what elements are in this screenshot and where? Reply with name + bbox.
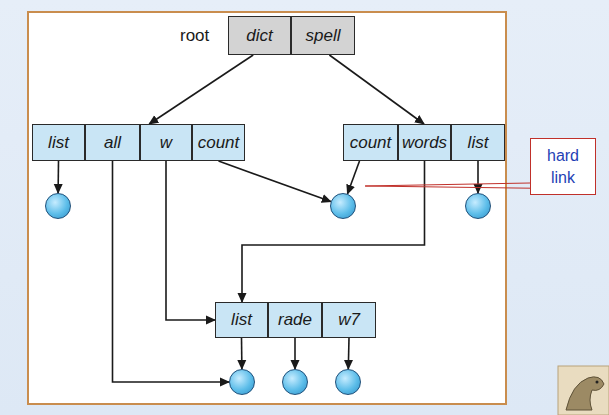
- entry-name: dict: [246, 26, 272, 46]
- directory: list all w count: [32, 124, 245, 161]
- directory-entry: words: [398, 124, 451, 161]
- entry-name: count: [198, 133, 240, 153]
- pointer-arrow: [166, 161, 215, 320]
- directory-entry: w: [140, 124, 192, 161]
- entry-name: list: [468, 133, 489, 153]
- directory-entry: rade: [268, 302, 322, 338]
- callout-text: hard link: [541, 145, 585, 189]
- file-circle: [330, 193, 356, 219]
- pointer-arrow: [241, 338, 243, 369]
- pointer-arrow: [347, 338, 349, 369]
- pointer-arrow: [113, 161, 230, 382]
- root-directory: root dict spell: [180, 16, 355, 55]
- directory-entry: count: [192, 124, 245, 161]
- directory-entry: all: [85, 124, 140, 161]
- pointer-arrow: [57, 161, 59, 193]
- directory-name: root: [180, 16, 209, 55]
- pointer-arrow: [294, 338, 296, 369]
- entry-name: list: [48, 133, 69, 153]
- file-circle: [465, 193, 491, 219]
- entry-name: w: [160, 133, 172, 153]
- entry-name: spell: [306, 26, 341, 46]
- file-circle: [229, 369, 255, 395]
- pointer-arrow: [149, 55, 253, 124]
- figure-frame: [28, 12, 506, 404]
- file-circle: [45, 193, 71, 219]
- directory: list rade w7: [215, 302, 376, 338]
- pointer-arrow: [329, 55, 424, 124]
- entry-name: count: [350, 133, 392, 153]
- pointer-arrow: [348, 161, 360, 194]
- entry-name: words: [402, 133, 447, 153]
- pointer-arrow: [477, 161, 479, 193]
- directory-entry: list: [215, 302, 268, 338]
- entry-name: all: [104, 133, 121, 153]
- directory-entry: list: [451, 124, 505, 161]
- entry-name: list: [231, 310, 252, 330]
- directory-entry: dict: [228, 16, 291, 55]
- pointer-arrow: [242, 161, 425, 302]
- leader-line: [365, 183, 530, 188]
- entry-name: rade: [278, 310, 312, 330]
- directory-entry: spell: [291, 16, 355, 55]
- file-circle: [335, 369, 361, 395]
- directory-entry: w7: [322, 302, 376, 338]
- pointer-arrow: [219, 161, 331, 202]
- file-circle: [282, 369, 308, 395]
- directory-entry: count: [343, 124, 398, 161]
- directory-entry: list: [32, 124, 85, 161]
- corner-mascot: [558, 366, 609, 415]
- directory: count words list: [343, 124, 505, 161]
- callout-box: hard link: [530, 138, 596, 195]
- entry-name: w7: [338, 310, 360, 330]
